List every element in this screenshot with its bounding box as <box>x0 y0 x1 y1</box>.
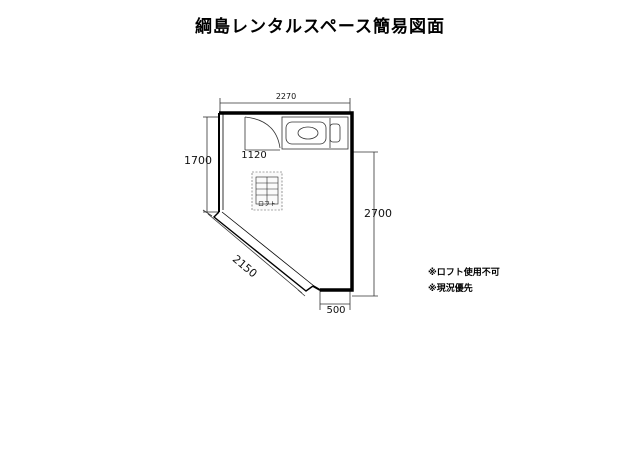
dim-left-height: 1700 <box>184 154 212 167</box>
dim-top-width: 2270 <box>276 92 296 101</box>
dim-right-height: 2700 <box>364 207 392 220</box>
loft-hatch <box>251 171 283 211</box>
dim-inner-width: 1120 <box>241 150 266 161</box>
bottom-corner <box>312 285 321 291</box>
dim-diagonal: 2150 <box>230 252 260 280</box>
note-actual-condition: ※現況優先 <box>428 284 473 294</box>
dim-bottom: 500 <box>326 305 345 316</box>
bottom-dimension <box>319 289 351 310</box>
right-dimension <box>352 151 378 297</box>
top-dimension <box>219 98 351 112</box>
diagonal-dimension <box>202 209 306 297</box>
washroom-area <box>281 116 349 150</box>
note-loft-unusable: ※ロフト使用不可 <box>428 268 500 278</box>
diagonal-wall <box>212 211 314 292</box>
room-walls <box>219 111 354 292</box>
toilet-icon <box>329 123 341 143</box>
diagonal-window <box>221 211 315 287</box>
door-swing <box>244 116 281 151</box>
page-title: 綱島レンタルスペース簡易図面 <box>195 17 445 37</box>
loft-label: ロフト <box>258 201 276 208</box>
